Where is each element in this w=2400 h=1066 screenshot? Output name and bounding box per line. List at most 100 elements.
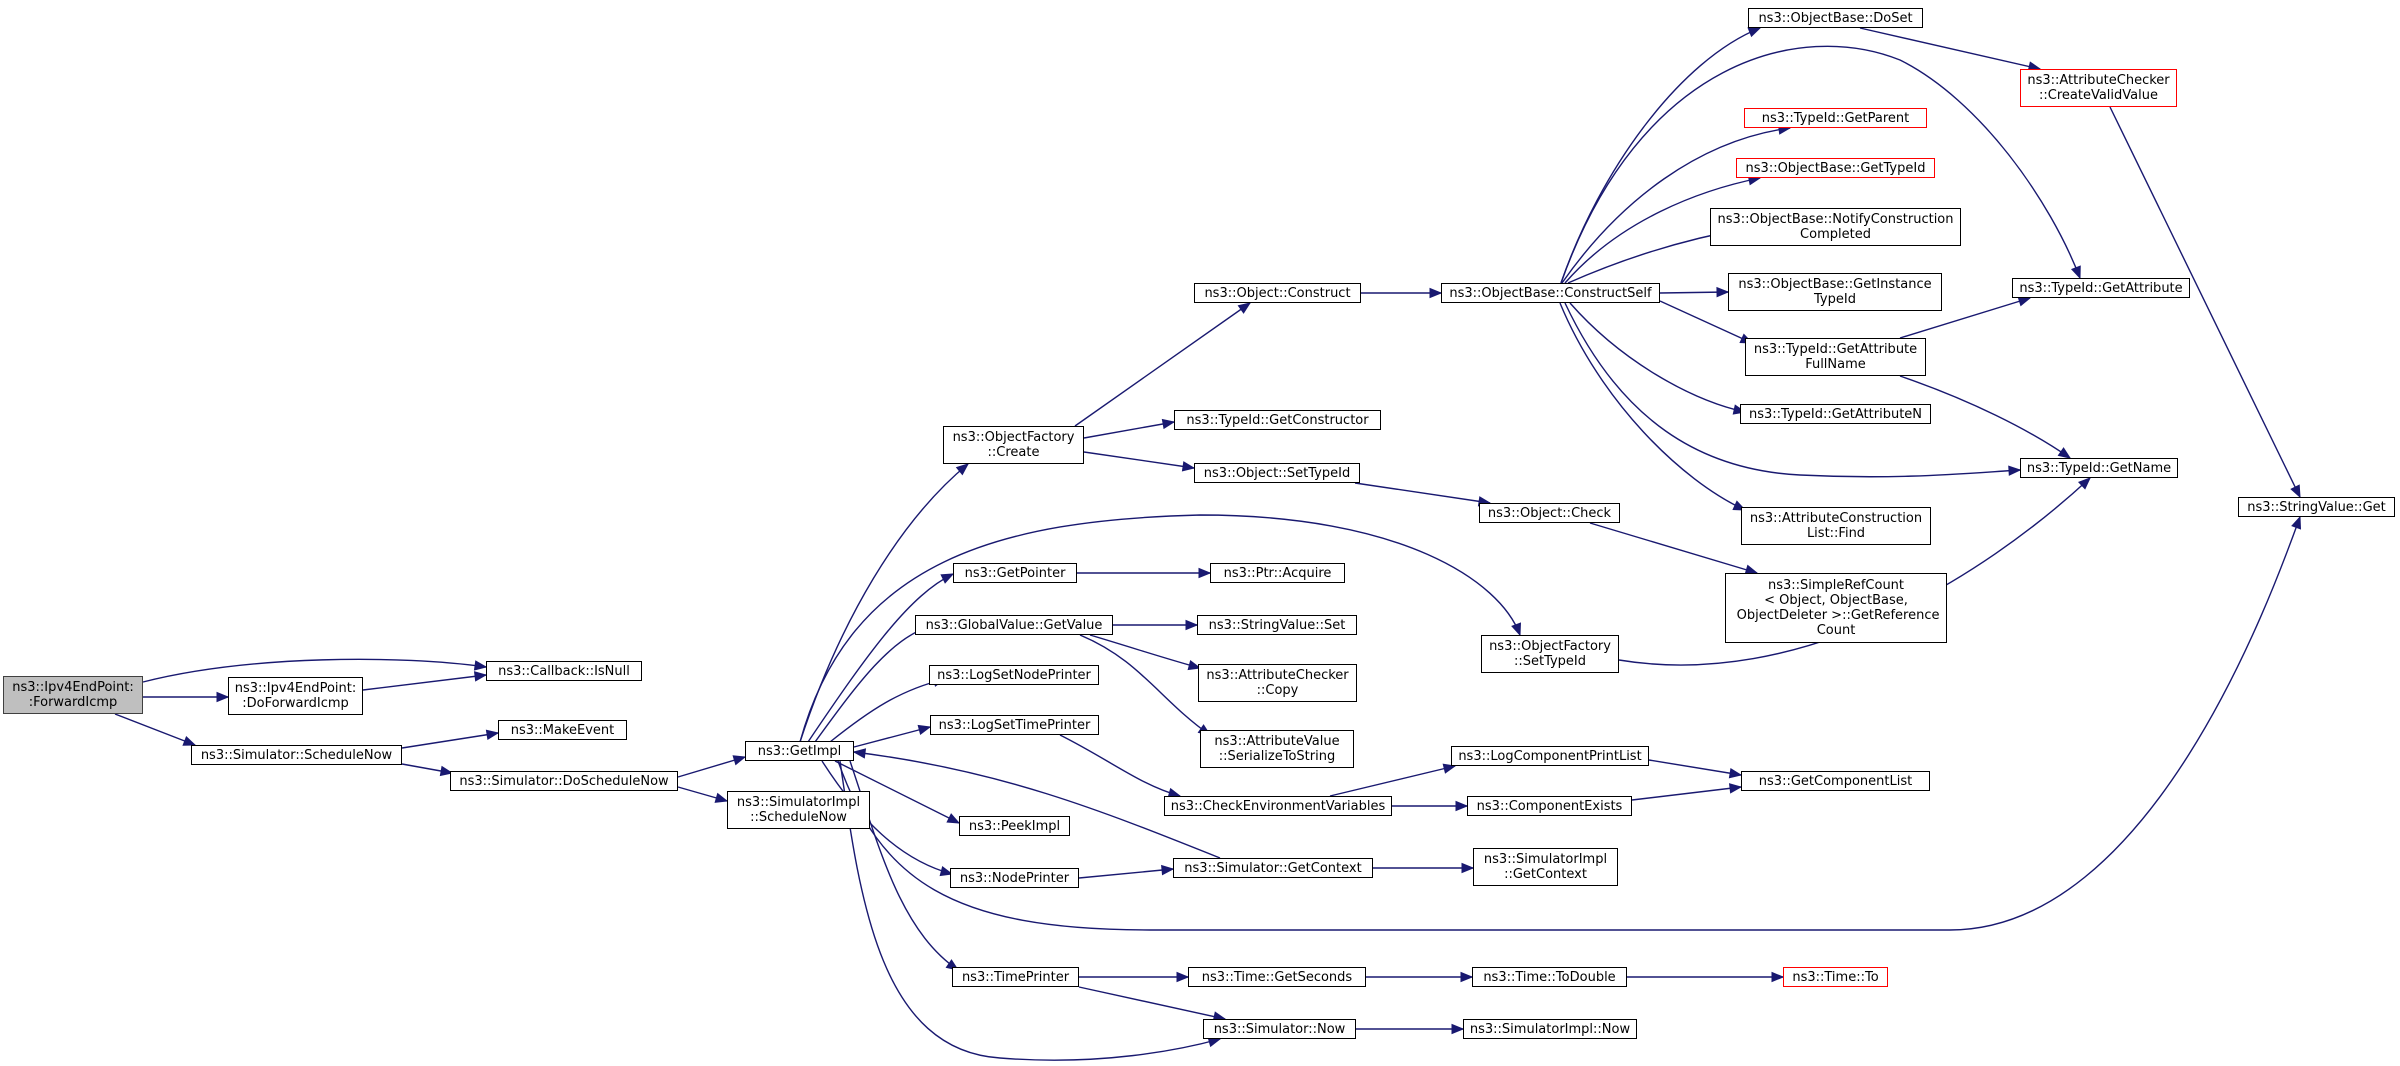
arrowhead-logtimeprinter	[917, 724, 932, 735]
call-edge-to-getpointer	[807, 573, 954, 743]
arrowhead-obdoset	[1747, 27, 1762, 38]
arrowhead-doschednow	[439, 765, 454, 777]
arrowhead-svget	[2291, 515, 2302, 530]
arrowhead-obgetinst	[1716, 286, 1730, 298]
node-objcheck[interactable]: ns3::Object::Check	[1479, 503, 1620, 523]
node-timegetsec[interactable]: ns3::Time::GetSeconds	[1188, 967, 1366, 987]
node-obnotify[interactable]: ns3::ObjectBase::NotifyConstruction Comp…	[1710, 208, 1961, 246]
call-edge-to-simnow	[1078, 986, 1226, 1020]
node-svset[interactable]: ns3::StringValue::Set	[1197, 615, 1357, 635]
call-edge-to-tidgetattr	[1560, 45, 2081, 284]
call-edge-to-tidgetparent	[1561, 127, 1791, 284]
call-edge-to-logtimeprinter	[853, 726, 931, 748]
node-avserialize[interactable]: ns3::AttributeValue ::SerializeToString	[1200, 730, 1354, 768]
node-logcompprint[interactable]: ns3::LogComponentPrintList	[1451, 746, 1649, 766]
node-ofcreate[interactable]: ns3::ObjectFactory ::Create	[943, 426, 1084, 464]
node-simgetcontext[interactable]: ns3::Simulator::GetContext	[1173, 858, 1373, 878]
node-obconstructself[interactable]: ns3::ObjectBase::ConstructSelf	[1441, 283, 1660, 303]
node-obgettypeid[interactable]: ns3::ObjectBase::GetTypeId	[1736, 158, 1935, 178]
call-edge-to-obgettypeid	[1564, 177, 1761, 284]
node-objconstruct[interactable]: ns3::Object::Construct	[1194, 283, 1361, 303]
node-fwdicmp[interactable]: ns3::Ipv4EndPoint: :ForwardIcmp	[3, 676, 143, 714]
node-compexists[interactable]: ns3::ComponentExists	[1467, 796, 1632, 816]
node-svget[interactable]: ns3::StringValue::Get	[2238, 497, 2395, 517]
node-simplerefcount[interactable]: ns3::SimpleRefCount < Object, ObjectBase…	[1725, 573, 1947, 643]
node-peekimpl[interactable]: ns3::PeekImpl	[959, 816, 1070, 836]
arrowhead-compexists	[1455, 800, 1469, 812]
call-edge-to-objconstruct	[1074, 302, 1251, 427]
call-edge-to-peekimpl	[834, 760, 960, 824]
node-logtimeprinter[interactable]: ns3::LogSetTimePrinter	[930, 715, 1099, 735]
call-edge-to-tidgetattrfull	[1659, 300, 1753, 344]
arrowhead-schednow	[182, 735, 197, 746]
node-doschednow[interactable]: ns3::Simulator::DoScheduleNow	[450, 771, 678, 791]
node-tidgetattrfull[interactable]: ns3::TypeId::GetAttribute FullName	[1745, 338, 1926, 376]
node-simimplsched[interactable]: ns3::SimulatorImpl ::ScheduleNow	[727, 791, 870, 829]
node-timeprinter[interactable]: ns3::TimePrinter	[952, 967, 1079, 987]
call-edge-to-ofsettypeid	[799, 514, 1521, 743]
call-edge-to-tidgetattrn	[1569, 302, 1746, 413]
node-obdoset[interactable]: ns3::ObjectBase::DoSet	[1748, 8, 1923, 28]
node-tidgetattrn[interactable]: ns3::TypeId::GetAttributeN	[1740, 404, 1931, 424]
arrowhead-timegetsec	[1176, 971, 1190, 983]
arrowhead-ptracquire	[1198, 567, 1212, 579]
node-accreatevalid[interactable]: ns3::AttributeChecker ::CreateValidValue	[2020, 69, 2177, 107]
node-ptracquire[interactable]: ns3::Ptr::Acquire	[1210, 563, 1345, 583]
call-edge-to-getimpl	[677, 756, 746, 778]
node-timetodouble[interactable]: ns3::Time::ToDouble	[1472, 967, 1627, 987]
call-edge-to-accreatevalid	[1859, 27, 2041, 70]
call-edge-to-svget	[2109, 106, 2301, 498]
node-timeto[interactable]: ns3::Time::To	[1783, 967, 1888, 987]
arrowhead-timeto	[1771, 971, 1785, 983]
node-simimplnow[interactable]: ns3::SimulatorImpl::Now	[1463, 1019, 1637, 1039]
node-lognodeprinter[interactable]: ns3::LogSetNodePrinter	[929, 665, 1099, 685]
node-makeevent[interactable]: ns3::MakeEvent	[498, 720, 627, 740]
node-simnow[interactable]: ns3::Simulator::Now	[1203, 1019, 1356, 1039]
arrowhead-obconstructself	[1429, 287, 1443, 299]
call-edge-to-tidgetname	[1899, 375, 2071, 459]
node-doforward[interactable]: ns3::Ipv4EndPoint: :DoForwardIcmp	[228, 677, 363, 715]
node-getimpl[interactable]: ns3::GetImpl	[745, 741, 854, 761]
arrowhead-getimpl	[732, 755, 747, 766]
call-edge-to-isnull	[142, 658, 487, 683]
call-edge-to-svget	[837, 516, 2301, 931]
node-accopy[interactable]: ns3::AttributeChecker ::Copy	[1198, 664, 1357, 702]
arrowhead-isnull	[473, 671, 488, 682]
node-settypeid[interactable]: ns3::Object::SetTypeId	[1194, 463, 1360, 483]
call-edge-to-getcomplist	[1631, 786, 1742, 801]
call-edge-to-makeevent	[401, 732, 499, 749]
arrowhead-isnull	[473, 660, 488, 671]
node-getcomplist[interactable]: ns3::GetComponentList	[1741, 771, 1930, 791]
node-tidgetparent[interactable]: ns3::TypeId::GetParent	[1744, 108, 1927, 128]
arrowhead-getcomplist	[1728, 767, 1743, 779]
call-edge-to-simgetcontext	[1078, 868, 1174, 879]
call-edge-to-ofcreate	[799, 463, 969, 743]
node-getpointer[interactable]: ns3::GetPointer	[953, 563, 1077, 583]
arrowhead-simimplnow	[1451, 1023, 1465, 1035]
node-simimplgetctx[interactable]: ns3::SimulatorImpl ::GetContext	[1473, 848, 1618, 886]
call-edge-to-avserialize	[1079, 634, 1211, 736]
arrowhead-ofsettypeid	[1511, 622, 1521, 637]
arrowhead-timetodouble	[1460, 971, 1474, 983]
call-edge-to-settypeid	[1083, 451, 1195, 469]
node-schednow[interactable]: ns3::Simulator::ScheduleNow	[191, 745, 402, 765]
arrowhead-ofcreate	[955, 463, 970, 476]
node-checkenv[interactable]: ns3::CheckEnvironmentVariables	[1164, 796, 1392, 816]
node-ofsettypeid[interactable]: ns3::ObjectFactory ::SetTypeId	[1481, 635, 1619, 673]
node-aclfind[interactable]: ns3::AttributeConstruction List::Find	[1741, 507, 1931, 545]
node-obgetinst[interactable]: ns3::ObjectBase::GetInstance TypeId	[1728, 273, 1942, 311]
node-getconstructor[interactable]: ns3::TypeId::GetConstructor	[1174, 410, 1381, 430]
node-isnull[interactable]: ns3::Callback::IsNull	[486, 661, 642, 681]
arrowhead-simimplgetctx	[1461, 862, 1475, 874]
call-edge-to-objcheck	[1354, 482, 1491, 504]
arrowhead-svget	[2290, 484, 2301, 499]
node-gvgetvalue[interactable]: ns3::GlobalValue::GetValue	[915, 615, 1113, 635]
call-edge-to-simplerefcount	[1589, 522, 1758, 574]
node-tidgetname[interactable]: ns3::TypeId::GetName	[2020, 458, 2178, 478]
call-edge-to-gvgetvalue	[814, 625, 931, 743]
call-edge-to-getconstructor	[1083, 421, 1175, 439]
arrowhead-tidgetattr	[2017, 296, 2032, 307]
node-nodeprinter[interactable]: ns3::NodePrinter	[950, 868, 1079, 888]
node-tidgetattr[interactable]: ns3::TypeId::GetAttribute	[2012, 278, 2190, 298]
